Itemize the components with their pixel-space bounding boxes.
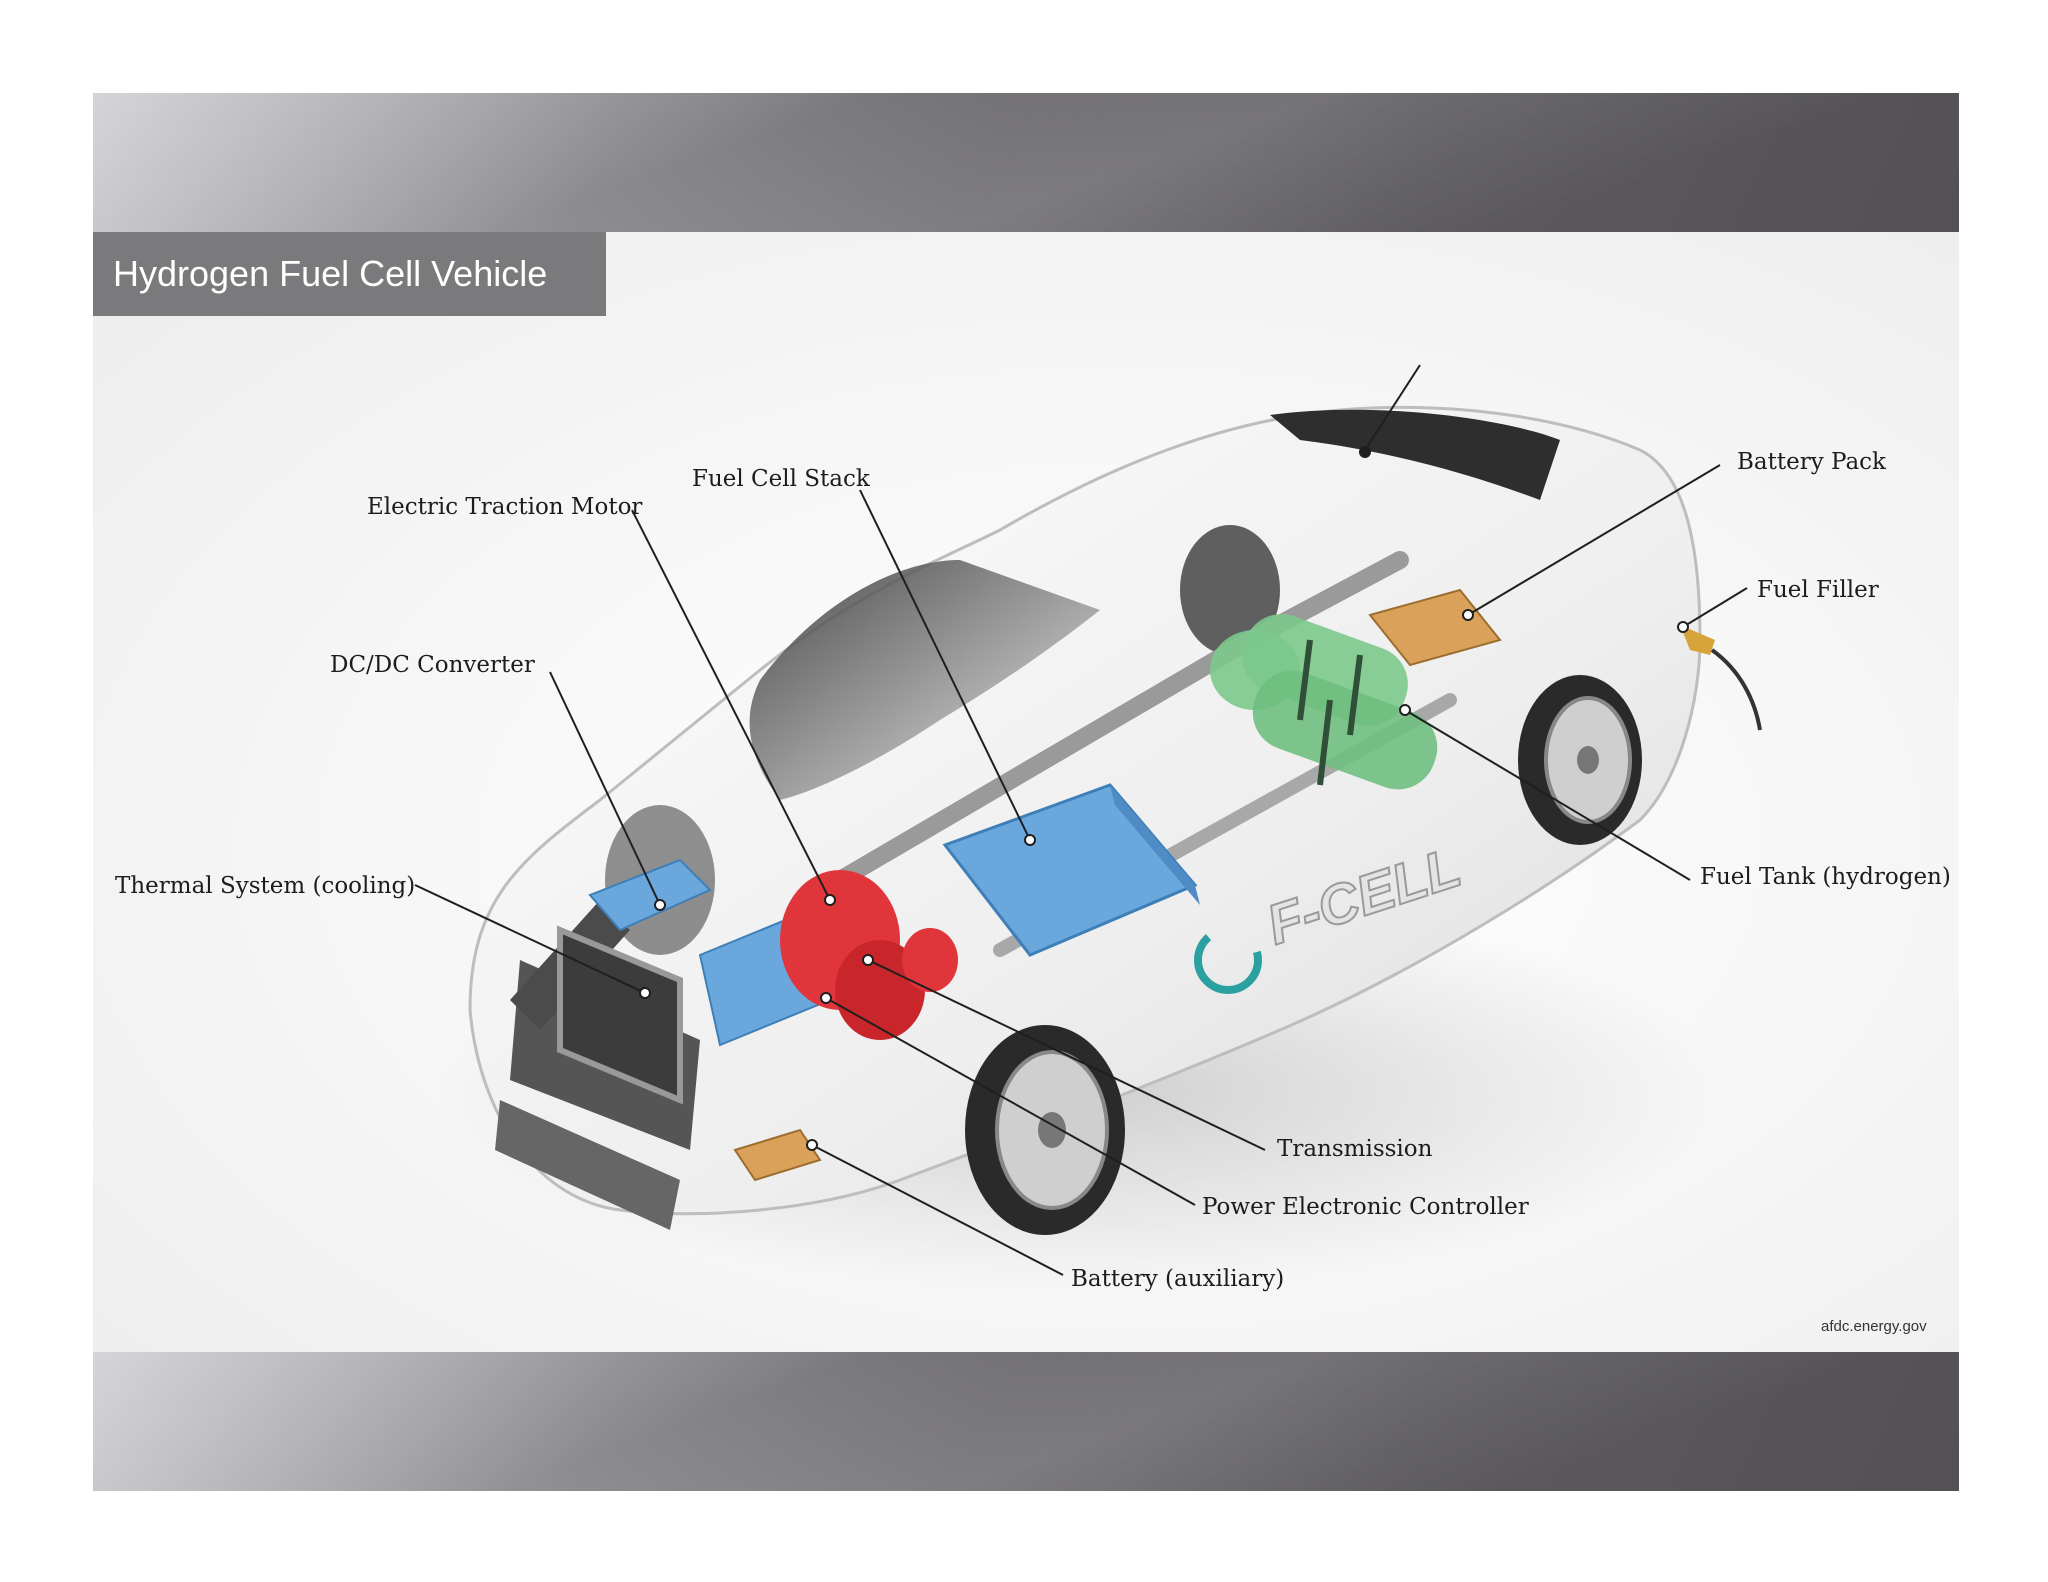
leader-roof [1364, 364, 1421, 451]
slide-title: Hydrogen Fuel Cell Vehicle [93, 232, 606, 316]
label-battery-pack: Battery Pack [1737, 449, 1886, 475]
fuel-cell-stack-side [1110, 785, 1200, 905]
label-transmission: Transmission [1277, 1136, 1433, 1162]
dc-dc-converter-unit [588, 858, 712, 932]
label-dc-dc-converter: DC/DC Converter [330, 652, 535, 678]
leader-fuel-cell-stack [859, 489, 1031, 841]
leader-fuel-filler [1682, 587, 1748, 628]
leader-lines [414, 364, 1748, 1276]
label-fuel-cell-stack: Fuel Cell Stack [692, 466, 870, 492]
leader-battery-auxiliary [811, 1144, 1064, 1276]
leader-fuel-tank [1404, 709, 1691, 881]
fuel-tank-unit [1210, 614, 1438, 790]
roof-marker [1359, 446, 1371, 458]
auxiliary-battery-unit [733, 1128, 822, 1182]
fuel-filler-nozzle [1680, 625, 1762, 731]
label-electric-traction-motor: Electric Traction Motor [367, 494, 643, 520]
header-band [93, 93, 1959, 232]
windshield [749, 560, 1100, 800]
label-fuel-tank: Fuel Tank (hydrogen) [1700, 864, 1951, 890]
battery-pack-unit [1368, 588, 1502, 667]
label-thermal-system: Thermal System (cooling) [115, 873, 416, 899]
label-power-electronic-controller: Power Electronic Controller [1202, 1194, 1529, 1220]
leader-dots [639, 609, 1689, 1151]
rear-wheel [1518, 675, 1642, 845]
front-wheel [965, 1025, 1125, 1235]
slide: Hydrogen Fuel Cell Vehicle [93, 93, 1959, 1491]
leader-power-electronic-controller [825, 997, 1196, 1206]
rear-window [1270, 409, 1560, 500]
footer-band [93, 1352, 1959, 1491]
leader-transmission [867, 959, 1266, 1151]
leader-thermal-system [414, 884, 646, 994]
radiator [557, 925, 683, 1105]
leader-dc-dc-converter [549, 671, 661, 906]
leader-battery-pack [1467, 464, 1721, 616]
label-battery-auxiliary: Battery (auxiliary) [1071, 1266, 1285, 1292]
source-credit: afdc.energy.gov [1821, 1318, 1927, 1335]
label-fuel-filler: Fuel Filler [1757, 577, 1879, 603]
rear-wheel-far [1180, 525, 1280, 655]
leader-traction-motor [631, 509, 831, 901]
